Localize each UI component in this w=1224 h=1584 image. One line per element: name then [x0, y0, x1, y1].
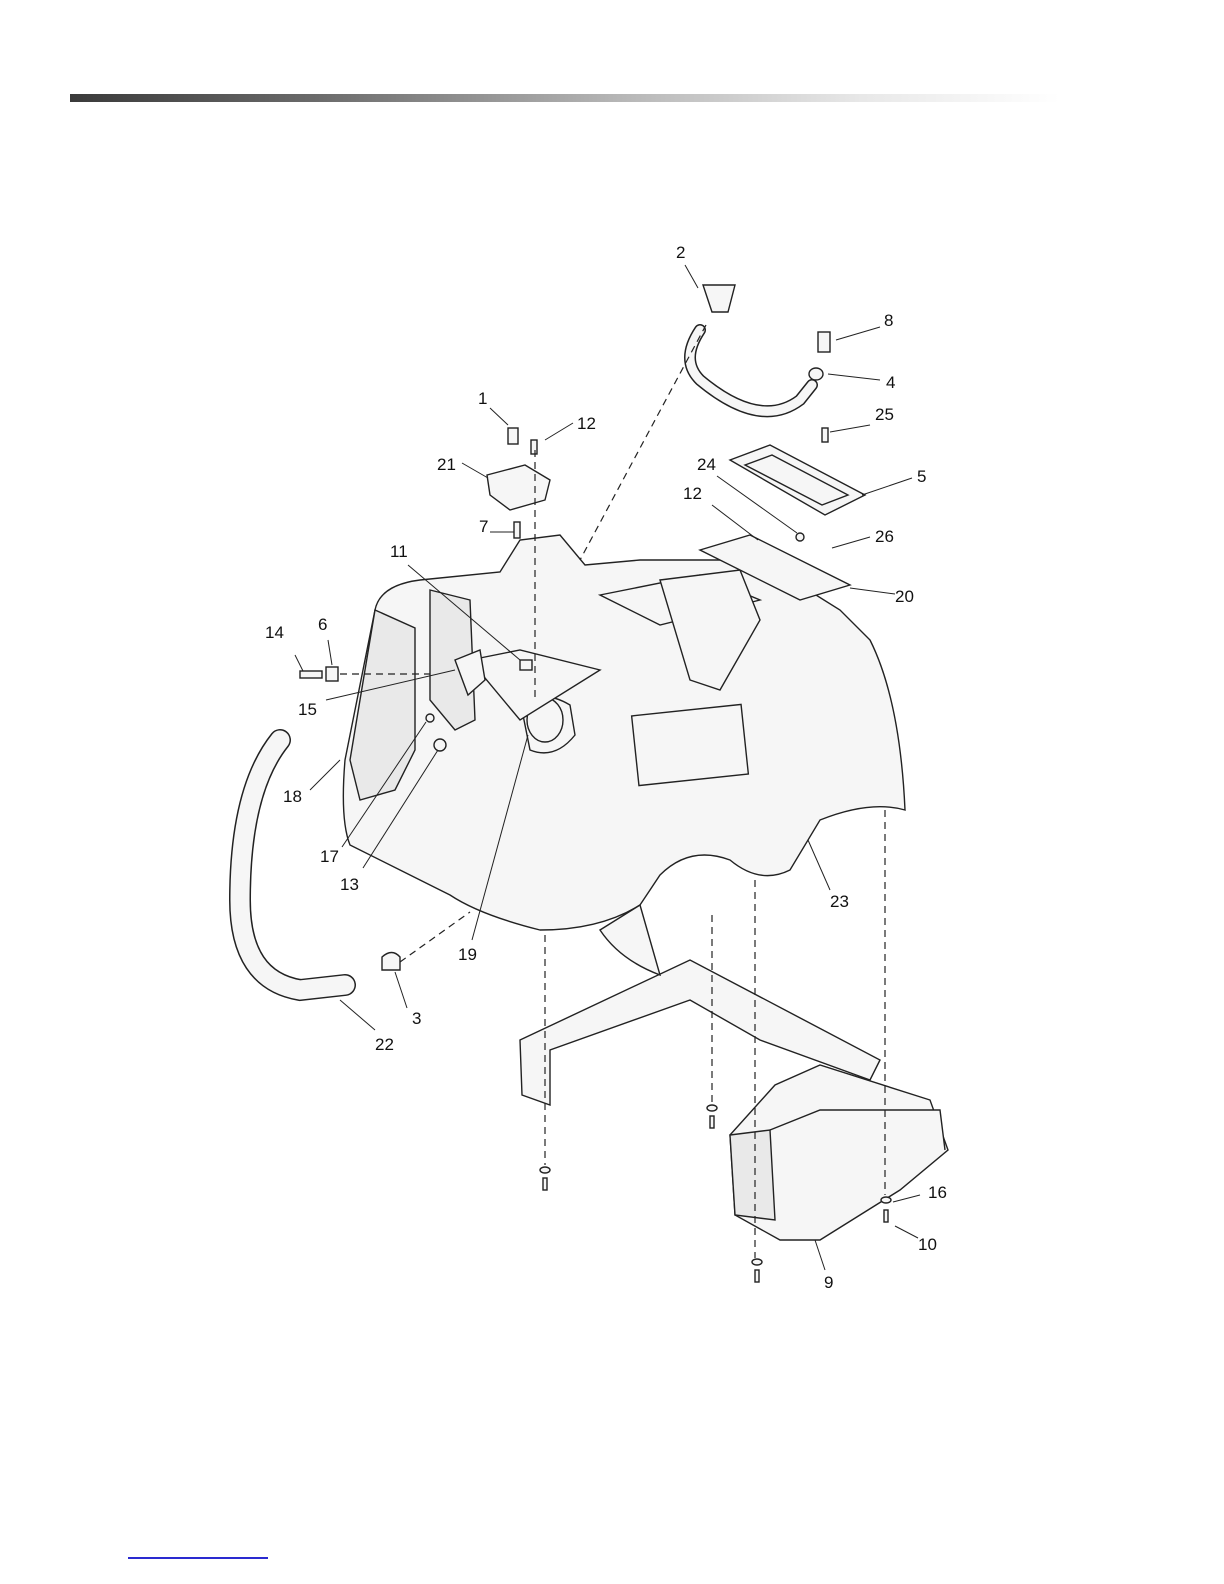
callout-6: 6	[318, 615, 327, 634]
fitting-1	[508, 428, 518, 444]
footer-link-underline[interactable]	[128, 1557, 268, 1559]
callout-5: 5	[917, 467, 926, 486]
callout-12b: 12	[683, 484, 702, 503]
callout-4: 4	[886, 373, 895, 392]
hose-cuff-2	[703, 285, 735, 312]
callout-15: 15	[298, 700, 317, 719]
callout-16: 16	[928, 1183, 947, 1202]
washer-13	[434, 739, 446, 751]
callout-22: 22	[375, 1035, 394, 1054]
callout-3: 3	[412, 1009, 421, 1028]
washer-17	[426, 714, 434, 722]
callout-26: 26	[875, 527, 894, 546]
callout-7: 7	[479, 517, 488, 536]
clamp-3	[382, 953, 400, 971]
callout-19: 19	[458, 945, 477, 964]
bracket-21	[487, 465, 550, 510]
callout-20: 20	[895, 587, 914, 606]
callout-8: 8	[884, 311, 893, 330]
screw-12a	[531, 440, 537, 454]
screw-10	[884, 1210, 888, 1222]
clamp-6	[326, 667, 338, 681]
callout-24: 24	[697, 455, 716, 474]
callout-1: 1	[478, 389, 487, 408]
callout-2: 2	[676, 243, 685, 262]
callout-9: 9	[824, 1273, 833, 1292]
fitting-4	[809, 368, 823, 380]
fitting-11	[520, 660, 532, 670]
bolt-14	[300, 671, 322, 678]
callout-13: 13	[340, 875, 359, 894]
callout-14: 14	[265, 623, 284, 642]
pin-7	[514, 522, 520, 538]
callout-12a: 12	[577, 414, 596, 433]
fitting-8	[818, 332, 830, 352]
callout-10: 10	[918, 1235, 937, 1254]
rear-cover	[730, 1065, 948, 1240]
callout-21: 21	[437, 455, 456, 474]
callout-23: 23	[830, 892, 849, 911]
callout-18: 18	[283, 787, 302, 806]
callout-11: 11	[390, 542, 408, 561]
washer-24	[796, 533, 804, 541]
callout-25: 25	[875, 405, 894, 424]
label-plate	[632, 704, 749, 785]
screw-25	[822, 428, 828, 442]
callout-17: 17	[320, 847, 339, 866]
washer-16	[881, 1197, 891, 1203]
